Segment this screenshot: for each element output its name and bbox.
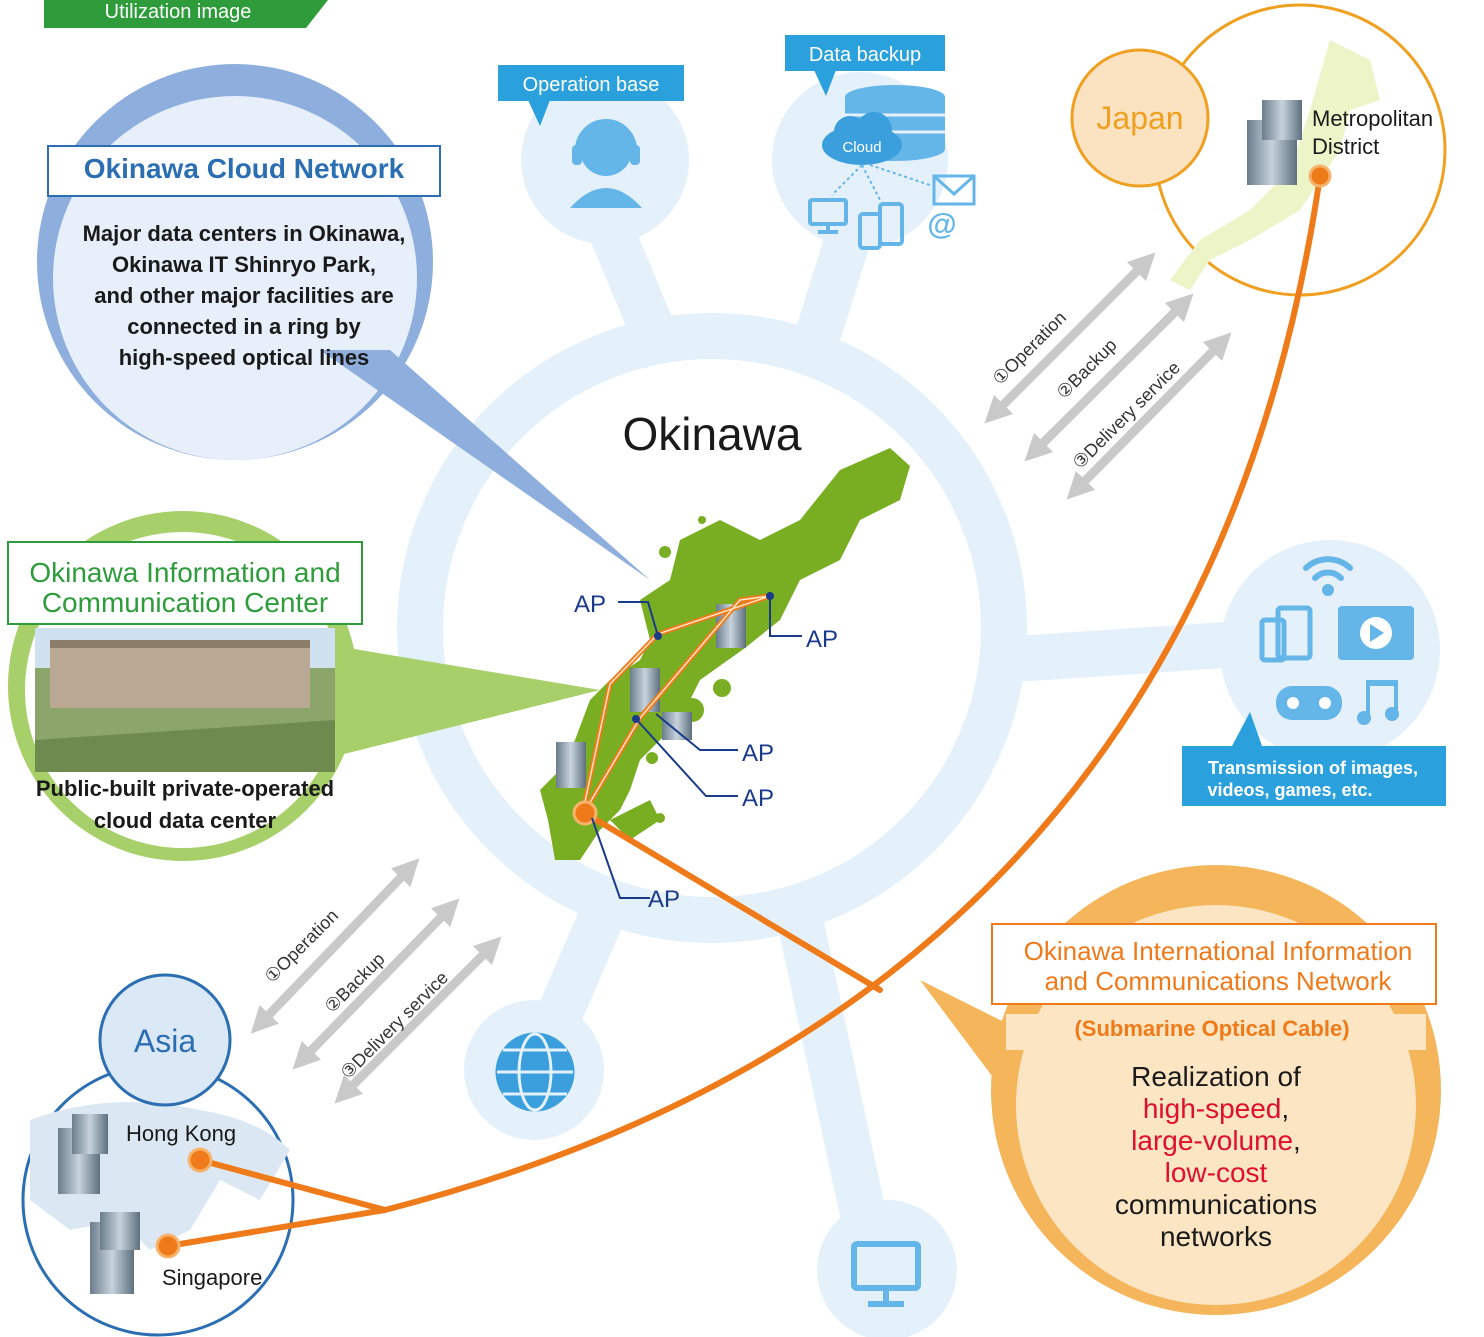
devices-icon: [1259, 605, 1313, 663]
intl-network-body: Realization ofhigh-speed,large-volume,lo…: [1115, 1061, 1317, 1252]
media-bubble: [1220, 540, 1440, 760]
utilization-tag-shape: [44, 0, 328, 28]
mail-icon: [932, 174, 976, 206]
tablet-phone-icon: [858, 202, 904, 250]
ap-leader-lines: [591, 596, 802, 899]
ap-label-2: AP: [806, 626, 838, 653]
transmission-line-2: videos, games, etc.: [1207, 780, 1372, 800]
japan-building-icon: [1247, 100, 1302, 185]
wifi-icon: [1303, 556, 1353, 581]
flow-arrows-asia: [250, 858, 502, 1104]
singapore-building-icon: [90, 1212, 140, 1294]
ap-label-1: AP: [574, 591, 606, 618]
operator-icon: [570, 119, 642, 208]
asia-label: Asia: [134, 1023, 196, 1059]
monitor-icon: [851, 1241, 921, 1307]
submarine-cables: [165, 173, 1323, 1249]
intl-network-body-line: large-volume,: [1131, 1125, 1301, 1156]
cloud-network-line-1: Major data centers in Okinawa,: [83, 221, 406, 246]
video-icon: [1338, 606, 1414, 660]
operation-base-tag: [498, 65, 684, 126]
ap-label-4: AP: [742, 785, 774, 812]
wifi-dot: [1322, 584, 1334, 596]
utilization-tag: Utilization image: [105, 1, 252, 23]
database-cloud-icon: [822, 85, 945, 201]
cloud-network-line-5: high-speed optical lines: [119, 345, 370, 370]
transmission-tag: [1182, 712, 1446, 806]
gamepad-icon: [1276, 686, 1342, 720]
hub-title: Okinawa: [623, 408, 802, 460]
intl-network-body-line: communications: [1115, 1189, 1317, 1220]
ap-label-5: AP: [648, 886, 680, 913]
globe-icon: [495, 1032, 575, 1112]
info-center-title-2: Communication Center: [42, 587, 328, 618]
cloud-network-title: Okinawa Cloud Network: [84, 153, 405, 184]
operation-base-label: Operation base: [523, 74, 660, 96]
cloud-network-callout: [37, 64, 650, 580]
hongkong-building-icon: [58, 1114, 108, 1194]
monitor-small-icon: [808, 198, 848, 234]
music-note-icon: [1357, 680, 1399, 725]
info-center-callout: [7, 511, 600, 861]
cloud-label: Cloud: [842, 139, 881, 156]
monitor-bubble: [817, 1200, 957, 1337]
japan-label: Japan: [1096, 100, 1183, 136]
intl-network-subtitle: (Submarine Optical Cable): [1074, 1016, 1349, 1041]
japan-region: [1070, 3, 1447, 297]
intl-network-callout: [920, 865, 1441, 1315]
singapore-label: Singapore: [162, 1265, 262, 1290]
intl-network-title-1: Okinawa International Information: [1024, 936, 1413, 966]
data-backup-tag: [785, 35, 945, 96]
transmission-line-1: Transmission of images,: [1208, 758, 1418, 778]
flow-arrows-japan: [984, 252, 1232, 500]
intl-network-body-line: low-cost: [1165, 1157, 1268, 1188]
hongkong-label: Hong Kong: [126, 1121, 236, 1146]
ap-label-3: AP: [742, 740, 774, 767]
metropolitan-line-1: Metropolitan: [1312, 106, 1433, 131]
intl-network-title-2: and Communications Network: [1045, 966, 1393, 996]
asia-region: [21, 973, 295, 1337]
info-center-caption-2: cloud data center: [94, 808, 277, 833]
data-backup-label: Data backup: [809, 44, 921, 66]
info-center-title-1: Okinawa Information and: [29, 557, 340, 588]
cloud-network-line-3: and other major facilities are: [94, 283, 394, 308]
hub-ring: [397, 313, 1027, 943]
metropolitan-line-2: District: [1312, 134, 1379, 159]
okinawa-island: [540, 448, 910, 860]
island-buildings: [556, 604, 746, 788]
cable-endpoints: [155, 164, 1332, 1259]
cloud-network-line-2: Okinawa IT Shinryo Park,: [112, 252, 376, 277]
info-center-caption-1: Public-built private-operated: [36, 776, 334, 801]
at-icon: @: [927, 208, 956, 241]
intl-network-body-line: high-speed,: [1143, 1093, 1289, 1124]
intl-network-body-line: Realization of: [1131, 1061, 1301, 1092]
cloud-network-line-4: connected in a ring by: [127, 314, 361, 339]
intl-network-body-line: networks: [1160, 1221, 1272, 1252]
